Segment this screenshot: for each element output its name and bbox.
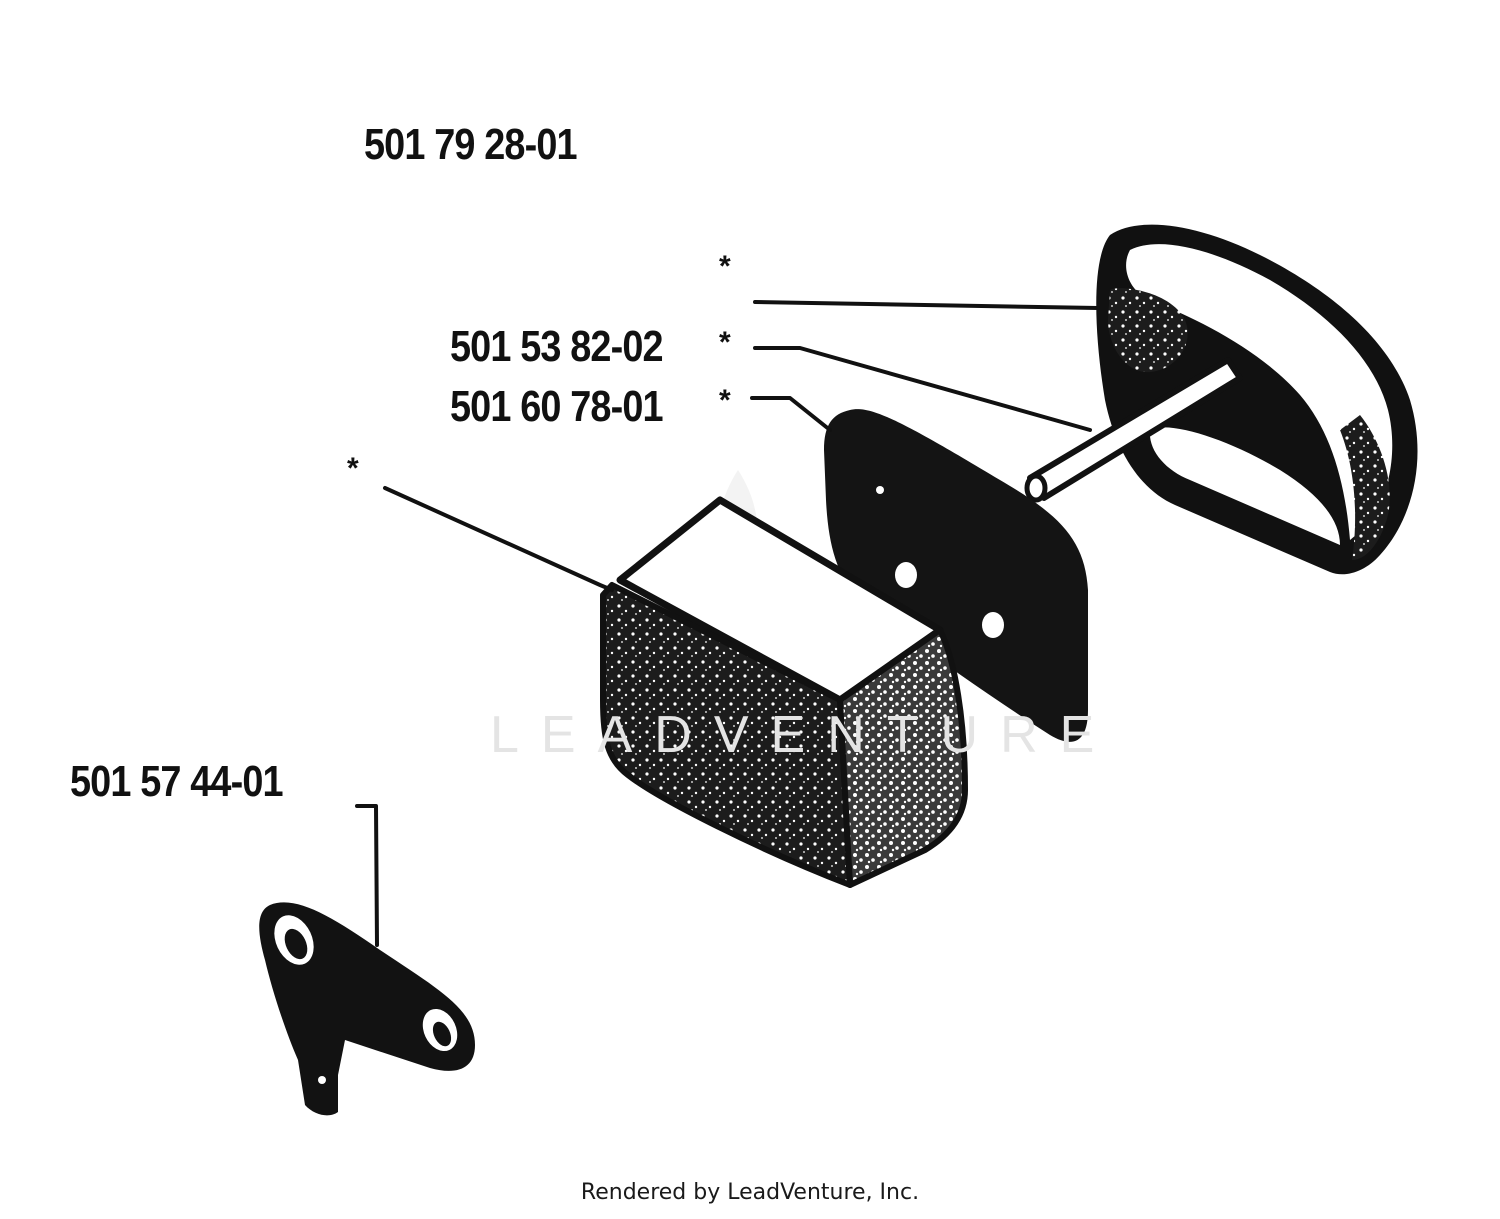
asterisk-marker-element: *: [347, 452, 359, 485]
mounting-bracket: [259, 902, 475, 1116]
filter-cover: [1096, 224, 1418, 575]
part-number-bracket: 501 57 44-01: [70, 757, 284, 806]
filter-rod: [1024, 357, 1243, 503]
part-number-gasket: 501 60 78-01: [450, 382, 664, 431]
leader-line-gasket: [750, 396, 832, 432]
leader-line-bracket: [355, 804, 379, 947]
leader-lines: [355, 300, 1100, 947]
filter-element: [600, 496, 968, 888]
leader-line-element: [383, 486, 614, 592]
leader-line-cover: [753, 300, 1100, 310]
asterisk-marker-cover: *: [719, 250, 731, 283]
part-number-assembly: 501 79 28-01: [364, 120, 578, 169]
filter-gasket: [824, 409, 1088, 742]
part-number-grille: 501 53 82-02: [450, 322, 664, 371]
asterisk-marker-gasket: *: [719, 384, 731, 417]
asterisk-marker-grille: *: [719, 326, 731, 359]
watermark-text: LEADVENTURE: [490, 706, 1117, 764]
leader-line-grille: [753, 346, 1092, 432]
footer-credit: Rendered by LeadVenture, Inc.: [580, 1180, 920, 1205]
